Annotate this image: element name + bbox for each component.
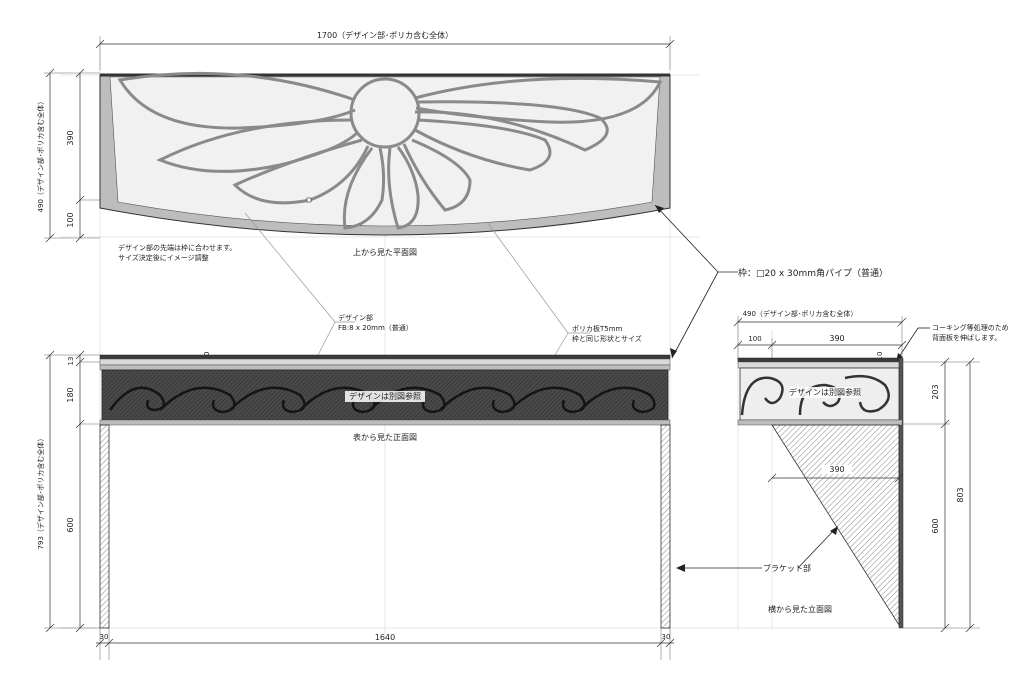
leg-width-right-label: 30 [662,633,671,641]
side-top-rail [737,357,903,363]
design-note-line2: サイズ決定後にイメージ調整 [118,253,209,262]
front-height-label: 793（デザイン部･ポリカ含む全体） [36,435,45,550]
front-poly-strip [99,358,671,366]
front-leg-right [660,424,671,629]
front-view: 793（デザイン部･ポリカ含む全体） 13 180 600 13 10 [36,350,675,660]
top-panel [109,76,661,227]
caulking-callout: コーキング等処理のため 背面板を伸ばします。 [896,323,1009,362]
side-dim-390-top-label: 390 [829,334,844,343]
polycarbonate-line2: 枠と同じ形状とサイズ [572,334,642,343]
bracket-dim-390-label: 390 [829,465,844,474]
side-bracket [771,424,900,627]
polycarbonate-leader [486,221,590,334]
side-pattern-label: デザインは別図参照 [789,387,861,397]
side-view-title: 横から見た立面図 [768,604,832,614]
top-view-title: 上から見た平面図 [353,248,417,257]
dim-600-label: 600 [66,517,75,532]
design-part-line1: デザイン部 [338,313,373,322]
caulking-line1: コーキング等処理のため [932,323,1009,332]
dim-left-top: 490（デザイン部･ポリカ含む全体） 390 100 [36,68,100,243]
front-frame-strip [99,364,671,371]
side-dim-10-label: 10 [876,352,884,361]
flower-design [117,71,663,230]
wave-scroll-pattern [108,386,656,414]
dim-100-label: 100 [66,212,75,227]
frame-spec-label: 枠：□20 x 30mm角パイプ（普通） [738,267,888,279]
front-leg-left [99,424,110,629]
bracket-callout: ブラケット部 [676,526,838,573]
dim-side-right: 203 600 803 [902,357,980,633]
dim-180-label: 180 [66,387,75,402]
dim-bracket-390: 390 [767,465,904,483]
top-view: 1700（デザイン部･ポリカ含む全体） 490（デザイン部･ポリカ含む全体） 3… [36,30,675,262]
leg-width-left-label: 30 [100,633,109,641]
dim-overall-width: 1700（デザイン部･ポリカ含む全体） [95,30,675,70]
front-pattern-label: デザインは別図参照 [349,391,421,401]
design-part-line2: FB:8 x 20mm（普通） [338,323,413,332]
dim-390-label: 390 [66,130,75,145]
dim-13-label: 13 [67,357,75,366]
side-dim-100-label: 100 [748,335,761,343]
overall-width-label: 1700（デザイン部･ポリカ含む全体） [317,30,453,40]
front-bottom-rail [99,419,671,426]
dim-bottom: 30 30 1640 [95,628,675,660]
design-note-line1: デザイン部の先端は枠に合わせます。 [118,243,236,252]
front-view-title: 表から見た正面図 [353,432,417,442]
callouts: デザイン部 FB:8 x 20mm（普通） ポリカ板T5mm 枠と同じ形状とサイ… [244,204,1009,573]
side-dim-600-label: 600 [931,518,940,533]
design-marker [306,197,312,203]
side-view: 490（デザイン部･ポリカ含む全体） 100 390 10 デザインは別図参照 [733,309,980,633]
polycarbonate-line1: ポリカ板T5mm [572,324,623,333]
overall-depth-label: 490（デザイン部･ポリカ含む全体） [36,98,45,213]
dim-side-depth: 490（デザイン部･ポリカ含む全体） 100 390 10 [733,309,907,361]
front-top-rail [99,354,671,360]
side-depth-label: 490（デザイン部･ポリカ含む全体） [743,309,858,318]
side-poly-strip [737,361,903,369]
side-dim-803-label: 803 [956,487,965,502]
side-bottom-rail [737,419,903,426]
dim-front-height: 793（デザイン部･ポリカ含む全体） 13 180 600 [36,350,100,633]
frame-callout: 枠：□20 x 30mm角パイプ（普通） [654,204,888,359]
inner-width-label: 1640 [375,633,395,642]
caulking-line2: 背面板を伸ばします。 [932,333,1001,342]
side-back-plate [898,357,904,629]
bracket-label: ブラケット部 [763,563,811,573]
side-dim-203-label: 203 [931,384,940,399]
